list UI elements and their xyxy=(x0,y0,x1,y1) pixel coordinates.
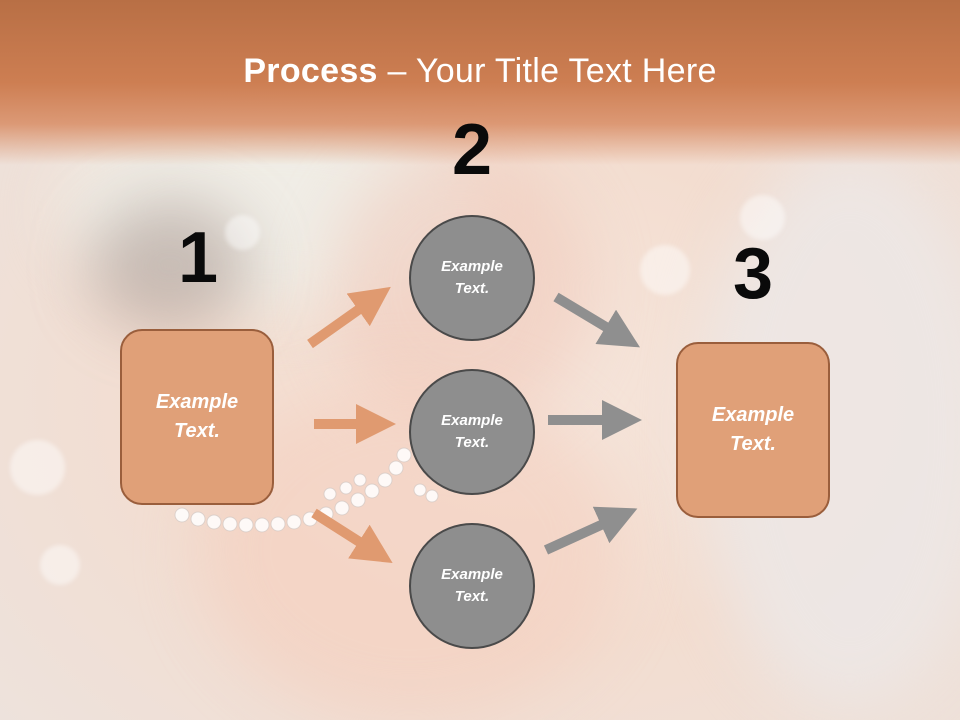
step-2-circle-top-label: Example Text. xyxy=(441,257,503,298)
bokeh-light xyxy=(740,195,785,240)
title-rest: – Your Title Text Here xyxy=(377,52,717,90)
arrow-left-down xyxy=(311,508,393,564)
step-number-1: 1 xyxy=(177,218,219,298)
arrow-left-up xyxy=(307,286,391,349)
step-3-label: Example Text. xyxy=(711,404,795,455)
step-3-box: Example Text. xyxy=(676,342,830,518)
step-2-circle-top: Example Text. xyxy=(409,215,535,341)
background-pearl-necklace xyxy=(174,447,439,533)
step-1-box: Example Text. xyxy=(120,329,274,505)
bokeh-light xyxy=(10,440,65,495)
step-number-2: 2 xyxy=(451,110,493,190)
title-bold: Process xyxy=(243,52,378,90)
arrow-right-up xyxy=(543,506,638,555)
bokeh-light xyxy=(640,245,690,295)
step-1-label: Example Text. xyxy=(155,391,239,442)
step-2-circle-middle: Example Text. xyxy=(409,369,535,495)
slide-title: Process – Your Title Text Here xyxy=(0,52,960,91)
title-bar xyxy=(0,0,960,165)
step-2-circle-bottom-label: Example Text. xyxy=(441,565,503,606)
step-number-3: 3 xyxy=(732,234,774,314)
bokeh-light xyxy=(40,545,80,585)
step-2-circle-middle-label: Example Text. xyxy=(441,411,503,452)
arrow-right-down xyxy=(553,292,641,348)
background-hair-shape xyxy=(90,200,250,330)
bokeh-light xyxy=(225,215,260,250)
step-2-circle-bottom: Example Text. xyxy=(409,523,535,649)
